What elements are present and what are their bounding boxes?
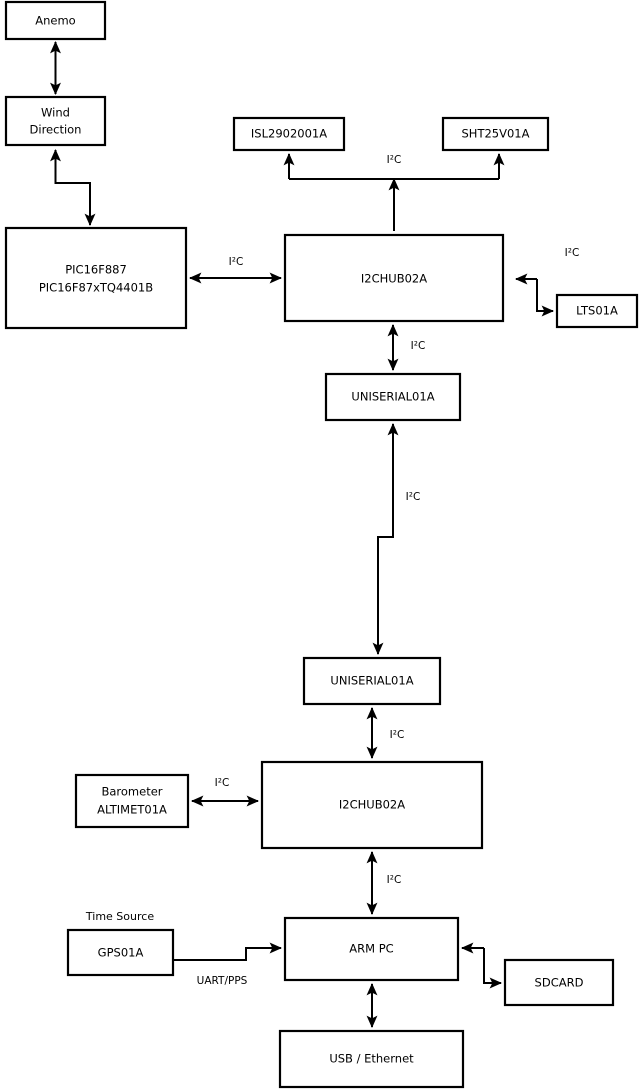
node-lts01a-label: LTS01A	[576, 304, 618, 318]
node-usb-ethernet-label: USB / Ethernet	[329, 1052, 414, 1066]
edge-label-uni-bottom-hub: I²C	[390, 729, 405, 741]
edge-label-uni-link: I²C	[406, 491, 421, 503]
node-i2chub02a-bottom-box[interactable]	[260, 760, 484, 850]
node-pic-mcu-box[interactable]	[4, 226, 188, 330]
connector-armpc-sdcard-jog	[483, 948, 502, 989]
node-i2chub02a-top-label: I2CHUB02A	[361, 272, 427, 286]
node-arm-pc[interactable]: ARM PC	[283, 916, 460, 982]
node-i2chub02a-bottom-label: I2CHUB02A	[339, 798, 405, 812]
edge-label-hub-sensors: I²C	[387, 154, 402, 166]
node-lts01a[interactable]: LTS01A	[555, 293, 639, 329]
node-usb-ethernet-box[interactable]	[278, 1029, 465, 1089]
node-wind-direction-label-line1: Wind	[41, 106, 70, 120]
edge-label-hub-armpc: I²C	[387, 874, 402, 886]
node-sdcard-box[interactable]	[503, 958, 615, 1007]
node-isl2902001a[interactable]: ISL2902001A	[232, 116, 346, 152]
node-isl2902001a-box[interactable]	[232, 116, 346, 152]
node-gps01a-label: GPS01A	[98, 946, 144, 960]
label-time-source: Time Source	[85, 910, 154, 923]
node-anemo-box[interactable]	[4, 0, 107, 41]
node-pic-mcu[interactable]: PIC16F887 PIC16F87xTQ4401B	[4, 226, 188, 330]
node-sht25v01a-box[interactable]	[441, 116, 550, 152]
node-pic-mcu-label-line2: PIC16F87xTQ4401B	[39, 281, 153, 295]
node-uniserial01a-bottom-label: UNISERIAL01A	[330, 674, 413, 688]
node-isl2902001a-label: ISL2902001A	[251, 127, 327, 141]
node-wind-direction-label-line2: Direction	[30, 123, 82, 137]
node-wind-direction[interactable]: Wind Direction	[4, 95, 107, 147]
connector-gps-armpc	[173, 942, 282, 961]
nodes-layer: Anemo Wind Direction PIC16F887 PIC16F87x…	[4, 0, 639, 1089]
node-pic-mcu-label-line1: PIC16F887	[65, 263, 127, 277]
node-arm-pc-box[interactable]	[283, 916, 460, 982]
node-gps01a[interactable]: GPS01A	[66, 928, 175, 977]
node-gps01a-box[interactable]	[66, 928, 175, 977]
node-i2chub02a-bottom[interactable]: I2CHUB02A	[260, 760, 484, 850]
node-uniserial01a-top-label: UNISERIAL01A	[351, 390, 434, 404]
edge-label-barometer-hub: I²C	[215, 777, 230, 789]
free-labels-layer: Time Source	[85, 910, 154, 923]
edge-label-hub-lts: I²C	[565, 247, 580, 259]
node-barometer-box[interactable]	[74, 773, 190, 829]
node-uniserial01a-top-box[interactable]	[324, 372, 462, 422]
node-uniserial01a-bottom-box[interactable]	[302, 656, 442, 706]
node-uniserial01a-top[interactable]: UNISERIAL01A	[324, 372, 462, 422]
edge-label-hub-uni-top: I²C	[411, 340, 426, 352]
node-arm-pc-label: ARM PC	[349, 942, 393, 956]
node-anemo[interactable]: Anemo	[4, 0, 107, 41]
node-uniserial01a-bottom[interactable]: UNISERIAL01A	[302, 656, 442, 706]
connector-hub-lts-jog	[536, 279, 554, 317]
node-barometer-label-line2: ALTIMET01A	[97, 803, 167, 817]
node-lts01a-box[interactable]	[555, 293, 639, 329]
connector-pic-wind	[50, 149, 96, 226]
node-sht25v01a-label: SHT25V01A	[462, 127, 530, 141]
node-i2chub02a-top-box[interactable]	[283, 233, 505, 323]
node-sht25v01a[interactable]: SHT25V01A	[441, 116, 550, 152]
node-i2chub02a-top[interactable]: I2CHUB02A	[283, 233, 505, 323]
node-sdcard[interactable]: SDCARD	[503, 958, 615, 1007]
node-usb-ethernet[interactable]: USB / Ethernet	[278, 1029, 465, 1089]
node-anemo-label: Anemo	[35, 14, 75, 28]
connector-uni-top-uni-bottom	[372, 423, 399, 655]
connectors-layer	[50, 41, 554, 1028]
edge-label-pic-hub: I²C	[229, 256, 244, 268]
node-sdcard-label: SDCARD	[535, 976, 584, 990]
node-barometer[interactable]: Barometer ALTIMET01A	[74, 773, 190, 829]
node-barometer-label-line1: Barometer	[101, 785, 162, 799]
edge-labels-layer: I²C I²C I²C I²C I²C I²C I²C I²C UART/PPS	[197, 154, 580, 987]
edge-label-gps-armpc: UART/PPS	[197, 975, 248, 987]
node-wind-direction-box[interactable]	[4, 95, 107, 147]
